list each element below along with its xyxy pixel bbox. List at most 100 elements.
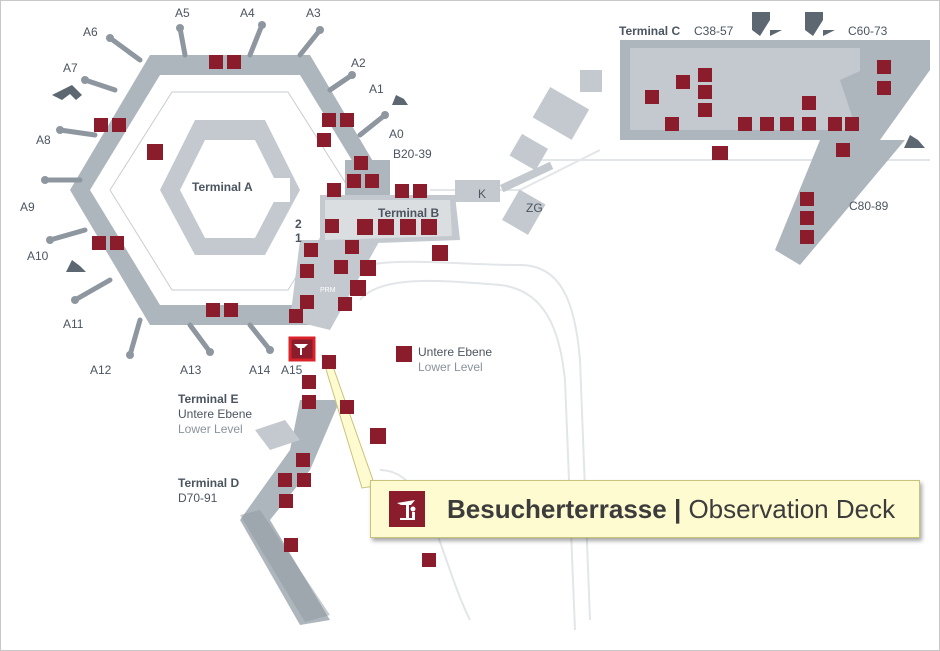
shop-icon	[334, 260, 348, 274]
toilet-icon	[665, 117, 679, 131]
lower-level-en: Lower Level	[178, 422, 243, 436]
gate-label: A12	[90, 363, 112, 377]
wheelchair-icon	[760, 117, 774, 131]
cafe-icon	[322, 355, 336, 369]
cafe-icon	[224, 303, 238, 317]
gate-label: A10	[27, 249, 49, 263]
shop-icon	[300, 295, 314, 309]
gate-label: A8	[36, 133, 51, 147]
gate-label: D70-91	[178, 491, 218, 505]
callout-separator: |	[673, 493, 682, 524]
gate-label: C38-57	[694, 24, 734, 38]
prm-label: PRM	[320, 287, 336, 294]
gate-label: A4	[240, 6, 255, 20]
shop-icon	[395, 184, 409, 198]
shop-icon	[327, 183, 341, 197]
shop-icon	[645, 90, 659, 104]
map-labels: A5 A4 A3 A6 A2 A7 A1 A8 A0 B20-39 A9 A10…	[20, 6, 889, 505]
lower-level-de: Untere Ebene	[418, 345, 492, 359]
observation-deck-icon	[389, 491, 425, 527]
callout-title-en: Observation Deck	[688, 493, 896, 524]
floor-label: 1	[295, 231, 302, 245]
callout-title-de: Besucherterrasse	[447, 493, 667, 524]
first-aid-icon	[378, 219, 394, 235]
parking-icon	[147, 144, 163, 160]
shop-icon	[800, 211, 814, 225]
cafe-icon	[227, 55, 241, 69]
currency-icon	[421, 219, 437, 235]
lower-level-en: Lower Level	[418, 360, 483, 374]
gate-label: A1	[369, 82, 384, 96]
wheelchair-icon	[698, 85, 712, 99]
wheelchair-icon	[302, 395, 316, 409]
terminal-e-label: Terminal E	[178, 392, 238, 406]
gate-label: A11	[63, 317, 84, 331]
info-icon	[317, 133, 331, 147]
cafe-icon	[802, 117, 816, 131]
shop-icon	[206, 303, 220, 317]
shop-icon	[92, 236, 106, 250]
airplane-icons	[50, 12, 925, 272]
shop-icon	[300, 264, 314, 278]
gate-label: A0	[389, 127, 404, 141]
lost-property-icon	[802, 96, 816, 110]
cafe-icon	[800, 230, 814, 244]
shop-icon	[738, 117, 752, 131]
bus-icon	[370, 428, 386, 444]
gate-label: A6	[83, 25, 98, 39]
gate-label: C60-73	[848, 24, 888, 38]
bus-icon	[350, 280, 366, 296]
cafe-icon	[279, 494, 293, 508]
gate-label: A2	[351, 56, 366, 70]
observation-deck-callout: Besucherterrasse | Observation Deck	[370, 480, 920, 538]
parking-icon	[396, 346, 412, 362]
toilet-icon	[365, 174, 379, 188]
callout-text: Besucherterrasse | Observation Deck	[447, 494, 895, 525]
gate-label: A5	[175, 6, 190, 20]
terminal-a-building	[41, 21, 390, 359]
wheelchair-icon	[354, 156, 368, 170]
cafe-icon	[413, 184, 427, 198]
toilet-icon	[340, 400, 354, 414]
wheelchair-icon	[800, 192, 814, 206]
floor-label: 2	[295, 217, 302, 231]
gate-label: A14	[249, 363, 271, 377]
gate-label: A3	[306, 6, 321, 20]
shop-icon	[780, 117, 794, 131]
gate-label: C80-89	[849, 199, 889, 213]
lower-level-de: Untere Ebene	[178, 407, 252, 421]
shop-icon	[325, 219, 339, 233]
shop-icon	[340, 113, 354, 127]
terminal-c-label: Terminal C	[619, 24, 680, 38]
terminal-a-label: Terminal A	[192, 180, 253, 194]
info-icon	[357, 219, 373, 235]
gate-label: A13	[180, 363, 202, 377]
shop-icon	[400, 219, 416, 235]
gate-label: B20-39	[393, 147, 432, 161]
shop-icon	[322, 113, 336, 127]
bus-icon	[432, 245, 448, 261]
shop-icon	[845, 117, 859, 131]
facility-icons	[92, 55, 891, 567]
shop-icon	[836, 143, 850, 157]
lost-property-icon	[302, 375, 316, 389]
shop-icon	[347, 174, 361, 188]
terminal-b-label: Terminal B	[378, 206, 439, 220]
wheelchair-icon	[422, 553, 436, 567]
first-aid-icon	[304, 243, 318, 257]
train-icon	[360, 260, 376, 276]
toilet-icon	[828, 117, 842, 131]
info-icon	[698, 103, 712, 117]
shop-icon	[676, 75, 690, 89]
shop-icon	[209, 55, 223, 69]
area-label: K	[478, 187, 486, 201]
cafe-icon	[698, 68, 712, 82]
gate-label: A7	[63, 61, 78, 75]
wheelchair-icon	[297, 473, 311, 487]
observation-deck-icon	[294, 344, 308, 355]
toilet-icon	[296, 453, 310, 467]
toilet-icon	[338, 297, 352, 311]
wheelchair-icon	[877, 81, 891, 95]
terminal-d-e-building	[240, 400, 340, 625]
